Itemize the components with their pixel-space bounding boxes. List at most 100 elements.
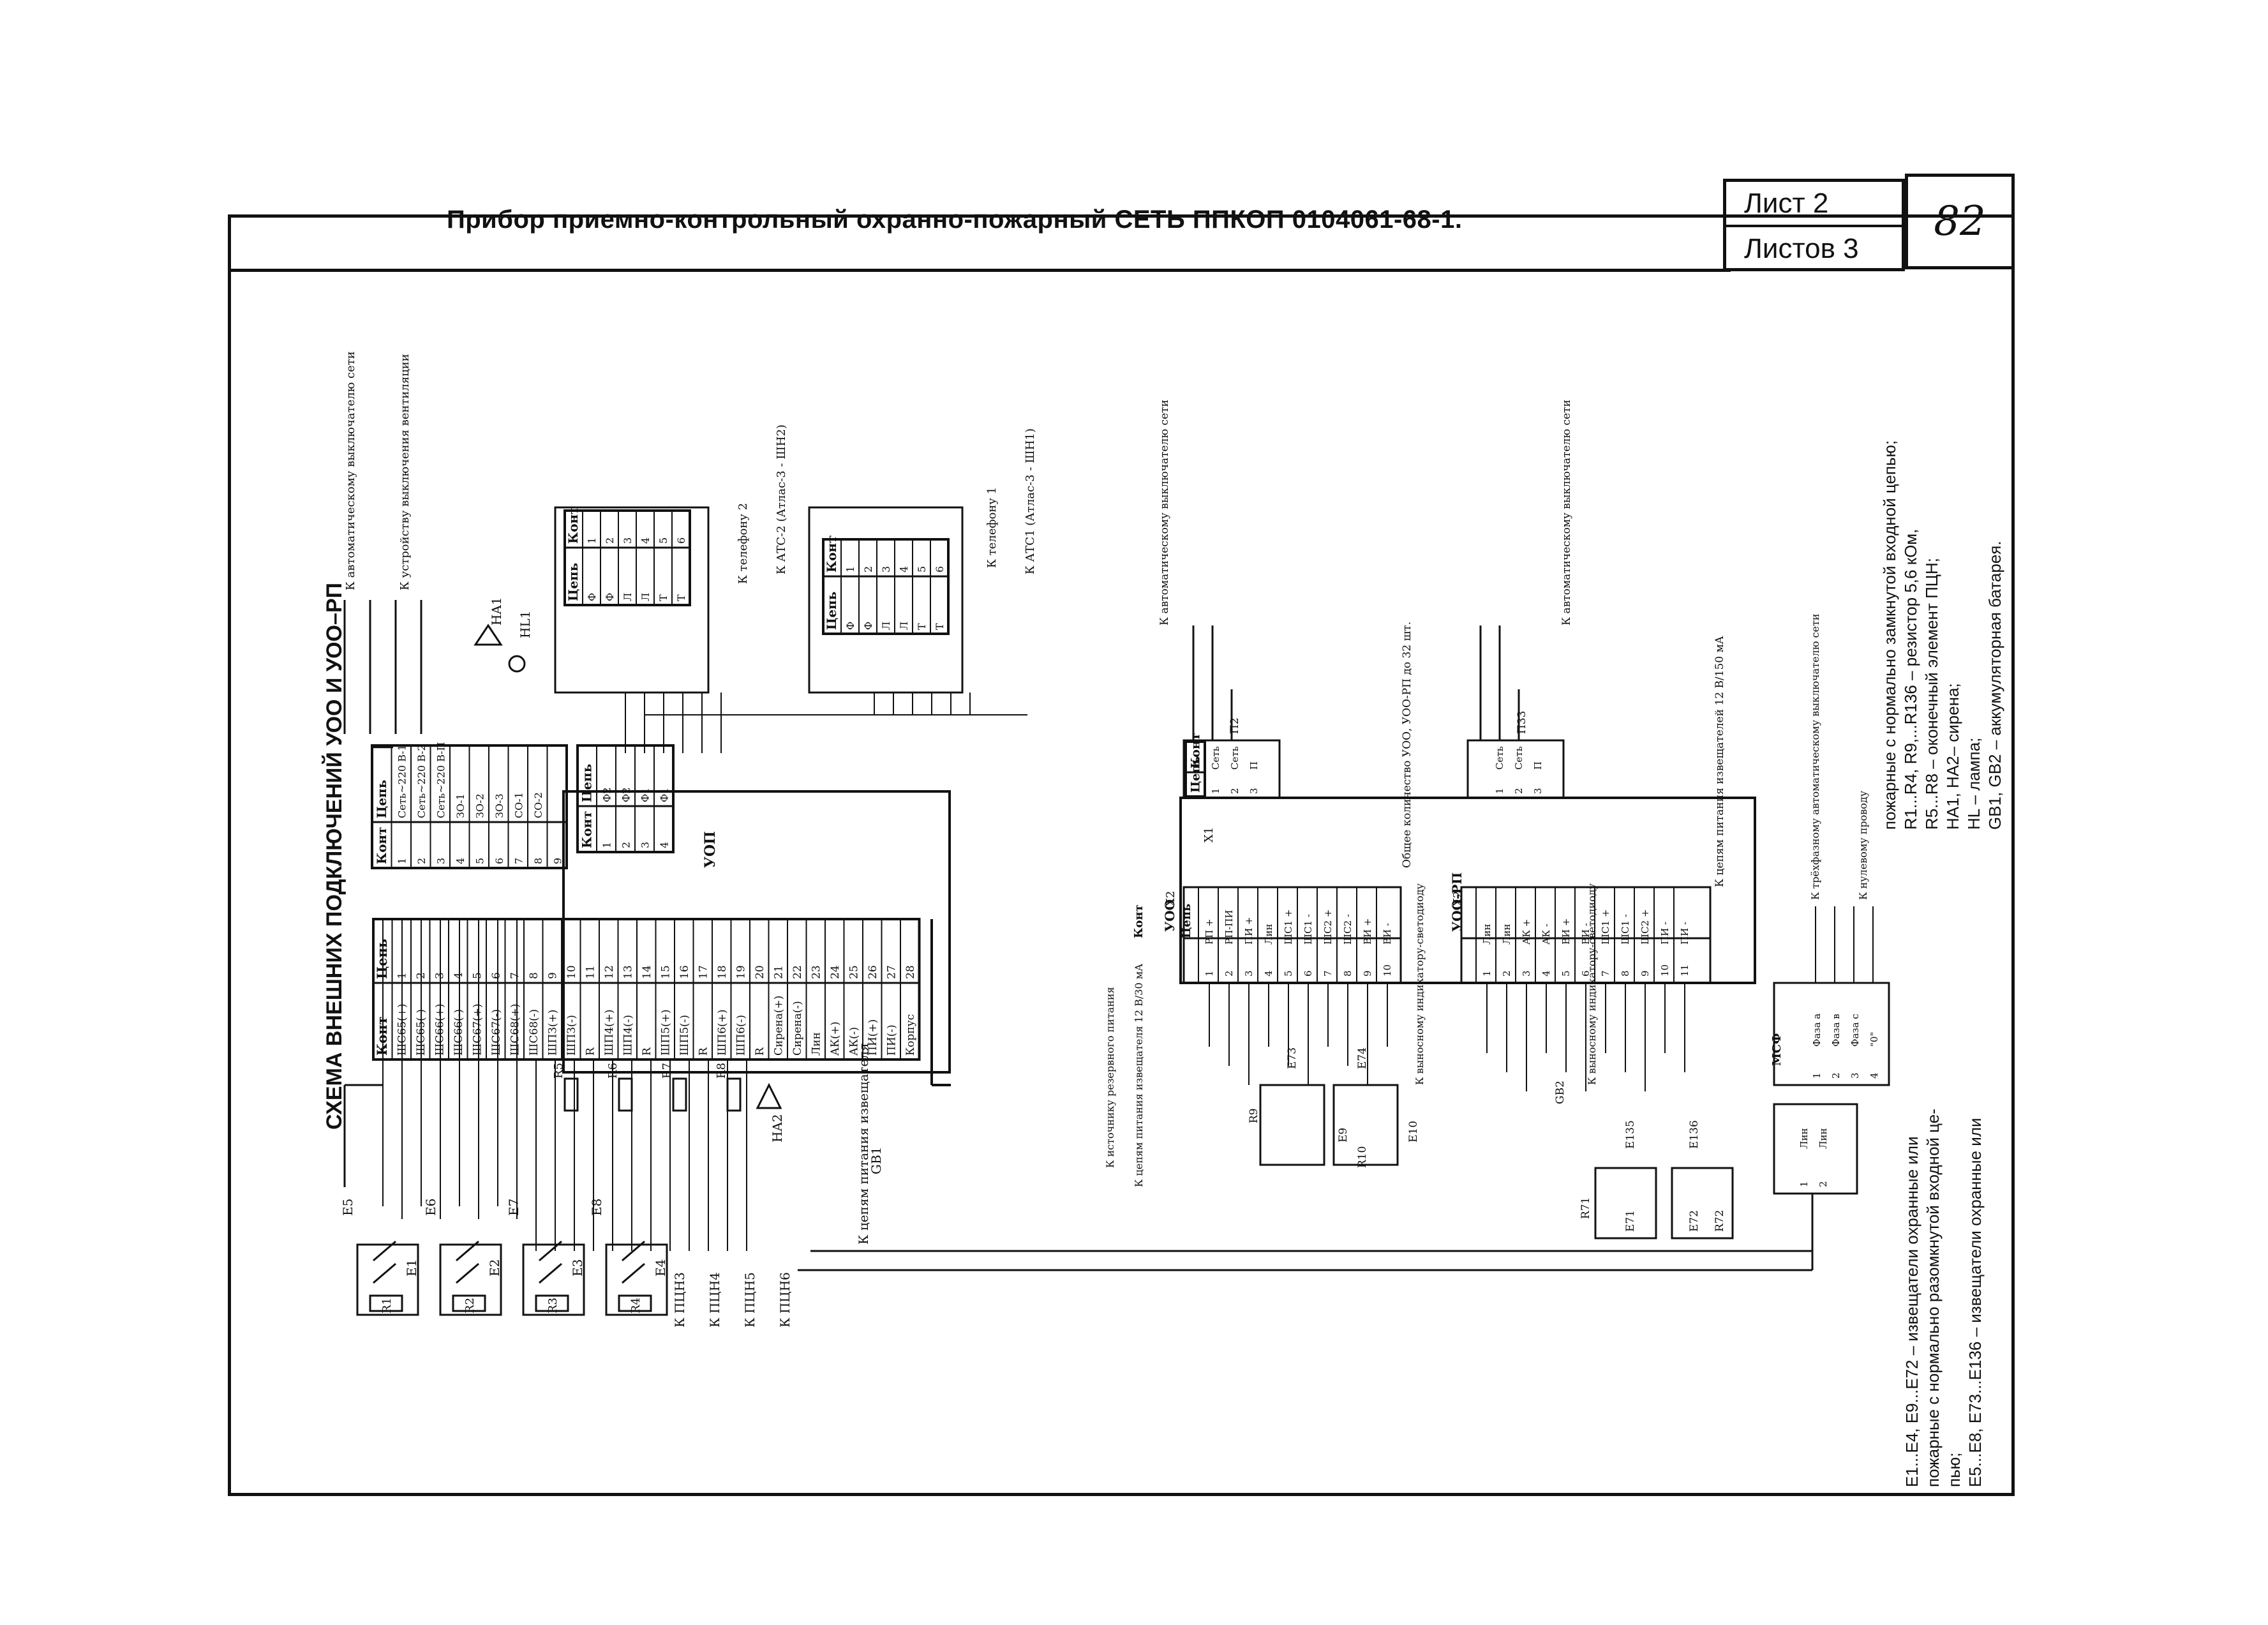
uoo-connector-table-cell: ШС68(-)	[528, 1009, 541, 1056]
resistor-label: R3	[546, 1298, 560, 1314]
phone2-frame	[554, 506, 710, 694]
phone2-table-cell: Т	[657, 594, 669, 601]
pcn-label: К ПЦН3	[672, 1272, 687, 1328]
rp-x2-cell: 4	[1541, 970, 1552, 977]
pcn-label: К ПЦН5	[742, 1272, 757, 1328]
detector-pair-box	[356, 1243, 419, 1316]
phone1-table-cell: Т	[934, 623, 946, 630]
rp-x2-cell: АК +	[1521, 919, 1532, 945]
main-unit-body	[562, 790, 951, 1074]
line-cell: Лин	[1798, 1128, 1810, 1149]
switch-contact	[539, 1262, 562, 1284]
uoo-connector-table-cell: ШП5(-)	[678, 1015, 691, 1056]
rp-x2-cell: 11	[1679, 964, 1690, 977]
uoo-connector-table-cell: 5	[472, 972, 484, 979]
resistor-label: R9	[1248, 1108, 1260, 1123]
phone1-table-header: Конт	[824, 535, 839, 573]
uoo-connector-table-cell: ШП6(-)	[735, 1015, 748, 1056]
detector-label: E135	[1624, 1120, 1637, 1149]
uoo-x1-cell: 2	[1229, 788, 1241, 794]
line-cell: Лин	[1817, 1128, 1829, 1149]
uoo-connector-table-cell: 21	[773, 965, 786, 979]
phone2-table-cell: 5	[657, 537, 669, 544]
msf-cell: Фаза с	[1849, 1014, 1861, 1047]
uoo-connector-table-cell: ШП5(+)	[660, 1009, 673, 1056]
external-note: К телефону 1	[985, 487, 999, 568]
uoo-x2-cell: Лин	[1263, 924, 1274, 945]
uop-label: УОП	[702, 831, 719, 868]
msf-cell: 2	[1830, 1072, 1842, 1079]
phone1-table-cell: Ф	[862, 622, 874, 630]
resistor	[535, 1294, 569, 1312]
phone1-frame	[808, 506, 964, 694]
pi-label: П2	[1228, 717, 1241, 734]
external-note: К телефону 2	[736, 503, 750, 584]
msf-cell: Фаза в	[1830, 1014, 1842, 1047]
rp-x2-cell: ШС1 +	[1600, 910, 1611, 945]
net-connector-table-cell: 2	[415, 858, 428, 864]
uoo-x2-cell: ШС2 -	[1342, 914, 1354, 945]
uoo-connector-table-cell: 8	[528, 972, 541, 979]
rp-x1-cell: 3	[1532, 788, 1544, 794]
detector-label: E1	[404, 1259, 419, 1277]
uoo-connector-table-cell: 9	[547, 972, 560, 979]
uoo-x2-cell: 3	[1243, 970, 1255, 977]
net-connector-table-cell: 3	[435, 858, 447, 864]
rp-x2-cell: 3	[1521, 970, 1532, 977]
uop-connector-table-cell: Ф2	[620, 788, 632, 802]
phone2-table-cell: 2	[604, 537, 616, 544]
line-table	[1773, 1103, 1858, 1195]
rp-x2-cell: 8	[1620, 970, 1631, 977]
uoo-connector-table-cell: Лин	[810, 1032, 823, 1056]
resistor	[452, 1294, 486, 1312]
resistor	[369, 1294, 403, 1312]
uoo-connector-table-cell: 20	[754, 965, 766, 979]
rp-x2-cell: ВИ +	[1560, 918, 1572, 945]
uoo-x2-cell: РП-ПИ	[1223, 910, 1235, 945]
uoo-connector-table-cell: Сирена(-)	[791, 1001, 804, 1056]
battery-label: GB1	[869, 1147, 884, 1174]
resistor-label: R5	[552, 1063, 565, 1079]
phone2-table-cell: Ф	[604, 593, 616, 601]
rp-x2-cell: ШС1 -	[1620, 914, 1631, 945]
net-connector-table-cell: Сеть~220 В-2	[415, 744, 428, 818]
uoo-connector-table-cell: 25	[848, 965, 861, 979]
phone1-table-cell: Л	[880, 622, 892, 630]
uoo-connector-table-cell: 19	[735, 965, 748, 979]
uoo-connector-table-cell: ШС68(+)	[509, 1003, 522, 1056]
net-connector-table-cell: 4	[454, 858, 466, 864]
uoo-x2-cell: 7	[1322, 970, 1334, 977]
detector-label: E74	[1356, 1047, 1369, 1069]
detector-label: E73	[1286, 1047, 1299, 1069]
uoo-connector-table-cell: ШС67(+)	[472, 1003, 484, 1056]
uoo-x2-cell: 4	[1263, 970, 1274, 977]
rp-x2-cell: Лин	[1481, 924, 1493, 945]
phone1-table-cell: 1	[844, 566, 856, 573]
uoo-x2-cell: 8	[1342, 970, 1354, 977]
power-note: К цепям питания извещателя	[856, 1043, 871, 1245]
external-note: К устройству выключения вентиляции	[398, 354, 412, 590]
drawing-frame	[228, 214, 2015, 1496]
uoo-x2-cell: ВИ +	[1362, 918, 1373, 945]
net-connector-table-header: Цепь	[374, 780, 389, 818]
uoo-connector-table-header: Конт	[374, 1017, 390, 1056]
uoo-connector-table-cell: АК(+)	[829, 1021, 842, 1056]
uoo-connector-table-cell: ПИ(-)	[886, 1024, 899, 1056]
msf-cell: Фаза а	[1811, 1014, 1823, 1047]
phone1-table-cell: Л	[898, 622, 910, 630]
uoo-connector-table-cell: 17	[698, 965, 710, 979]
uoo-x2-cell: ШС2 +	[1322, 910, 1334, 945]
uoo-connector-table-cell: R	[585, 1047, 597, 1056]
phone2-table-cell: 4	[639, 537, 652, 544]
msf-cell: 4	[1869, 1072, 1880, 1079]
uoo-connector-table-cell: 16	[678, 965, 691, 979]
battery-label: GB2	[1554, 1081, 1567, 1104]
indicator-note: К выносному индикатору-светодиоду	[1414, 883, 1426, 1085]
x2-label: Х2	[1451, 891, 1465, 906]
resistor-label: R8	[715, 1063, 728, 1079]
uoo-x2-cell: ШС1 -	[1302, 914, 1314, 945]
phone2-table-header: Цепь	[565, 563, 581, 601]
phone1-table-cell: 5	[916, 566, 928, 573]
external-note: К трёхфазному автоматическому выключател…	[1809, 613, 1821, 900]
uoo-x2-box	[1182, 886, 1402, 984]
